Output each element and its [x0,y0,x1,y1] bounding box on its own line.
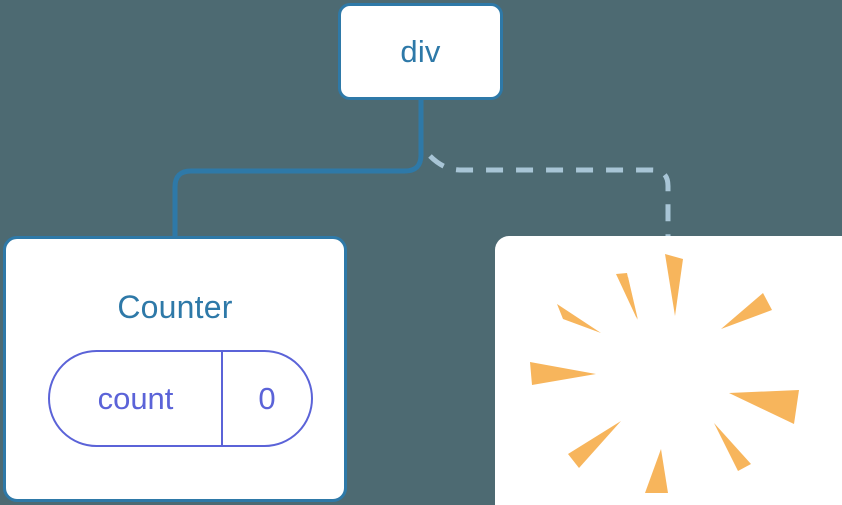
sparkle-ray-5 [530,361,596,385]
state-value-label: 0 [258,381,276,416]
sparkle-burst-icon [530,253,799,493]
state-pill-count[interactable]: count 0 [48,350,313,447]
node-counter-label: Counter [117,289,233,325]
sparkle-ray-10 [620,276,638,320]
sparkle-ray-7 [714,422,751,471]
sparkle-ray-4 [557,303,601,333]
node-div-label: div [400,34,441,69]
sparkle-ray-2 [616,272,637,319]
state-key-label: count [97,381,174,416]
state-pill-value-cell: 0 [223,352,311,445]
node-div[interactable]: div [338,3,503,100]
sparkle-ray-9 [645,448,668,493]
state-pill-key-cell: count [50,352,223,445]
sparkle-ray-6 [729,389,799,424]
edge-div-sparkle [428,154,671,236]
sparkle-ray-1 [665,253,683,316]
node-counter[interactable]: Counter count 0 [3,236,347,502]
sparkle-ray-3 [721,292,772,329]
sparkle-ray-8 [568,420,621,468]
edge-div-counter [172,100,424,236]
node-sparkle[interactable] [495,236,842,505]
